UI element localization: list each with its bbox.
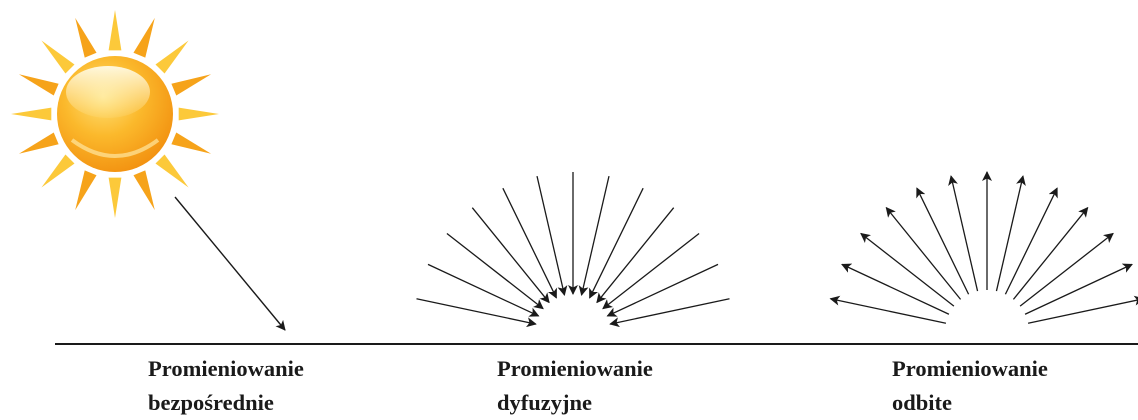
diffuse-arrow xyxy=(503,188,556,298)
sun-ray xyxy=(19,74,59,95)
reflected-arrow xyxy=(951,176,978,291)
diffuse-arrow xyxy=(416,299,535,324)
caption-diffuse-line1: Promieniowanie xyxy=(497,352,757,386)
sun-ray xyxy=(133,170,154,210)
diffuse-radiation-arrows xyxy=(416,172,729,324)
sun-ray xyxy=(109,10,122,50)
sun-icon xyxy=(11,10,219,218)
caption-diffuse-line2: dyfuzyjne xyxy=(497,386,757,420)
sun-ray xyxy=(171,74,211,95)
sun-ray xyxy=(19,132,59,153)
reflected-arrow xyxy=(996,176,1023,291)
diffuse-arrow xyxy=(610,299,729,324)
caption-reflected-line1: Promieniowanie xyxy=(892,352,1138,386)
sun-ray xyxy=(11,108,51,121)
diffuse-arrow xyxy=(537,176,564,295)
sun-ray xyxy=(109,178,122,218)
sun-ray xyxy=(41,155,74,188)
diffuse-arrow xyxy=(590,188,643,298)
diffuse-arrow xyxy=(603,233,699,308)
caption-direct-line1: Promieniowanie xyxy=(148,352,408,386)
diffuse-arrow xyxy=(582,176,609,295)
caption-diffuse-radiation: Promieniowanie dyfuzyjne xyxy=(497,352,757,420)
diffuse-arrow xyxy=(607,264,718,316)
sun-ray xyxy=(171,132,211,153)
sun-ray xyxy=(179,108,219,121)
caption-reflected-line2: odbite xyxy=(892,386,1138,420)
diffuse-arrow xyxy=(447,233,543,308)
diffuse-arrow xyxy=(428,264,539,316)
reflected-arrow xyxy=(1028,299,1138,324)
direct-radiation-arrow xyxy=(175,197,285,330)
diffuse-arrow xyxy=(597,208,674,303)
caption-reflected-radiation: Promieniowanie odbite xyxy=(892,352,1138,420)
sun-ray xyxy=(75,18,96,58)
caption-direct-radiation: Promieniowanie bezpośrednie xyxy=(148,352,408,420)
sun-highlight xyxy=(66,66,150,118)
sun-ray xyxy=(41,40,74,73)
sun-ray xyxy=(75,170,96,210)
diffuse-arrow xyxy=(472,208,549,303)
sun-ray xyxy=(156,155,189,188)
caption-direct-line2: bezpośrednie xyxy=(148,386,408,420)
reflected-radiation-arrows xyxy=(830,172,1138,323)
sun-ray xyxy=(133,18,154,58)
reflected-arrow xyxy=(830,299,945,324)
sun-ray xyxy=(156,40,189,73)
